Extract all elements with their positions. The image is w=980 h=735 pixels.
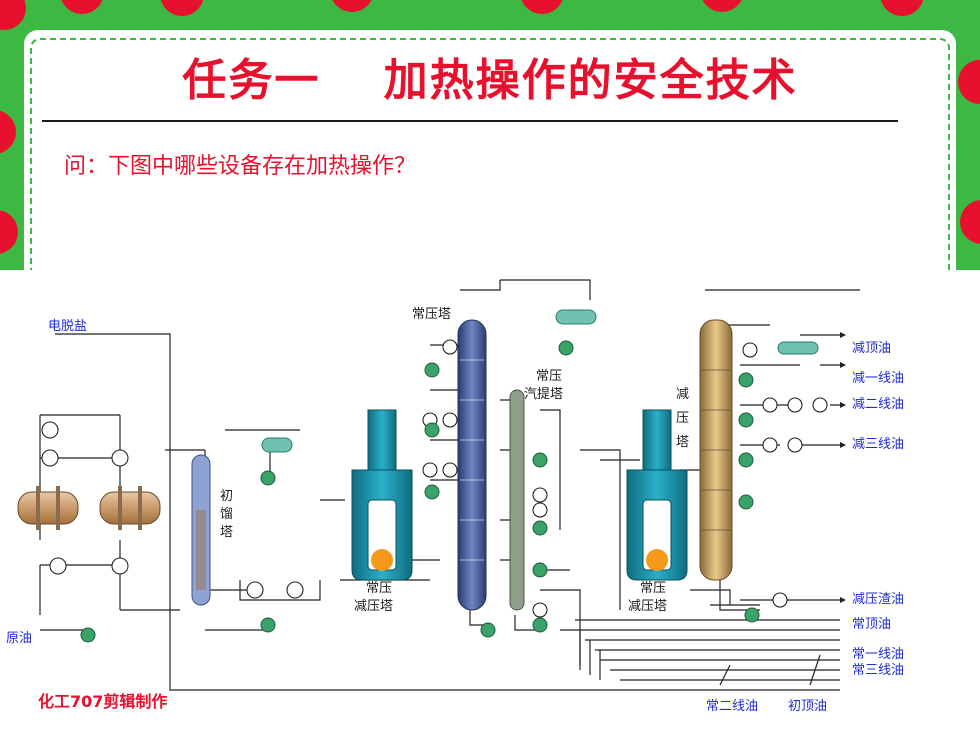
label-vac-tower-3: 塔: [676, 435, 689, 450]
product-atm-top-oil: 常顶油: [852, 617, 891, 632]
red-dot: [880, 0, 924, 16]
stripper-tower: [509, 389, 525, 611]
page-title: 任务一 加热操作的安全技术: [182, 55, 798, 106]
title-divider: [42, 120, 898, 122]
pumps: [80, 340, 760, 643]
red-dot: [60, 0, 104, 14]
product-atm-first-line: 常一线油: [852, 647, 904, 662]
label-vac-tower-1: 减: [676, 387, 689, 402]
label-vac-furnace-1: 常压: [640, 581, 666, 596]
vacuum-tower: [699, 319, 733, 581]
product-atm-third-line: 常三线油: [852, 663, 904, 678]
label-vac-furnace-2: 减压塔: [628, 599, 667, 614]
label-vac-tower-2: 压: [676, 411, 689, 426]
red-dot: [0, 110, 16, 154]
label-desalting: 电脱盐: [48, 319, 87, 334]
label-stripper-2: 汽提塔: [524, 386, 563, 402]
question-text: 问：下图中哪些设备存在加热操作？: [64, 154, 417, 179]
red-dot: [700, 0, 744, 12]
label-flash-tower-1: 初: [220, 489, 233, 504]
label-atm-furnace-1: 常压: [366, 581, 392, 596]
dashed-border: [30, 38, 950, 270]
product-initial-top-oil: 初顶油: [788, 699, 827, 714]
red-dot: [520, 0, 564, 14]
red-dot: [960, 200, 980, 244]
initial-flash-tower: [191, 454, 211, 606]
furnaces: [351, 409, 688, 581]
label-stripper-1: 常压: [536, 369, 562, 384]
red-dot: [330, 0, 374, 12]
refinery-process-diagram: 电脱盐 原油 初 馏 塔 常压 减压塔 常压塔 常压 汽提塔 常压 减压塔 减 …: [6, 279, 904, 714]
product-arrows: [840, 332, 846, 603]
product-vac-third-line: 减三线油: [852, 437, 904, 452]
product-vac-top-oil: 减顶油: [852, 341, 891, 356]
author-caption: 化工707剪辑制作: [38, 692, 168, 711]
product-vac-first-line: 减一线油: [852, 371, 904, 386]
red-dot: [0, 210, 18, 254]
red-dot: [160, 0, 204, 16]
reflux-drums: [261, 309, 819, 453]
title-panel: [24, 30, 956, 270]
product-vac-residue: 减压渣油: [852, 592, 904, 607]
label-crude-oil: 原油: [6, 631, 32, 646]
label-atm-furnace-2: 减压塔: [354, 599, 393, 614]
label-flash-tower-3: 塔: [220, 525, 233, 540]
atmospheric-tower: [457, 319, 487, 611]
desalter-units: [17, 486, 161, 530]
decorative-frame: [0, 0, 980, 270]
product-atm-second-line: 常二线油: [706, 699, 758, 714]
product-vac-second-line: 减二线油: [852, 397, 904, 412]
label-atm-tower: 常压塔: [412, 307, 451, 322]
label-flash-tower-2: 馏: [220, 507, 233, 522]
red-dot: [958, 60, 980, 104]
red-dot: [0, 0, 26, 30]
